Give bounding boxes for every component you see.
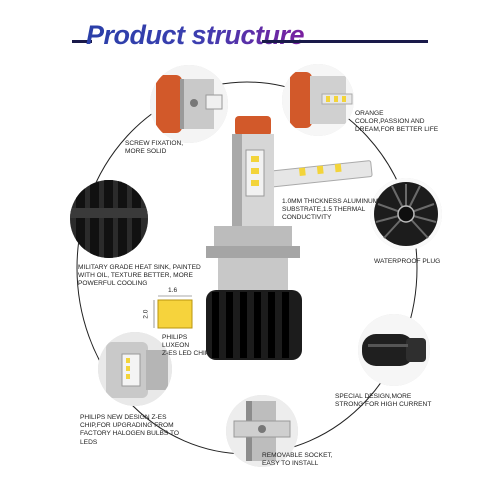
orange-cap-icon (282, 64, 354, 136)
waterproof-plug-image (370, 178, 442, 250)
special-design-image (358, 314, 430, 386)
chip-height-label: 2.0 (142, 309, 150, 319)
callout-screw: SCREW FIXATION, MORE SOLID (125, 140, 184, 156)
fan-icon (370, 178, 442, 250)
screw-detail-image (150, 65, 228, 143)
screw-detail-icon (150, 65, 228, 143)
callout-socket: REMOVABLE SOCKET, EASY TO INSTALL (262, 452, 333, 468)
title-rule-left (72, 40, 92, 43)
title-bar: Product structure (0, 0, 500, 60)
chip-width-label: 1.6 (168, 287, 178, 294)
callout-substrate: 1.0MM THICKNESS ALUMINUM SUBSTRATE,1.5 T… (282, 198, 379, 222)
socket-icon (226, 395, 298, 467)
orange-cap-image (282, 64, 354, 136)
heat-sink-image (70, 180, 148, 258)
chip-closeup-icon (98, 332, 172, 406)
plug-end-icon (358, 314, 430, 386)
callout-heatsink: MILITARY GRADE HEAT SINK, PAINTED WITH O… (78, 264, 201, 288)
callout-special: SPECIAL DESIGN,MORE STRONG FOR HIGH CURR… (335, 393, 432, 409)
new-chip-image (98, 332, 172, 406)
callout-chip: PHILIPS LUXEON Z-ES LED CHIP (162, 334, 210, 358)
removable-socket-image (226, 395, 298, 467)
heat-sink-icon (70, 180, 148, 258)
page-title: Product structure (86, 20, 305, 50)
callout-waterproof: WATERPROOF PLUG (374, 258, 441, 265)
callout-orange: ORANGE COLOR,PASSION AND DREAM,FOR BETTE… (355, 110, 439, 134)
title-rule-right (262, 40, 428, 43)
callout-newchip: PHILIPS NEW DESIGN Z-ES CHIP,FOR UPGRADI… (80, 414, 180, 446)
